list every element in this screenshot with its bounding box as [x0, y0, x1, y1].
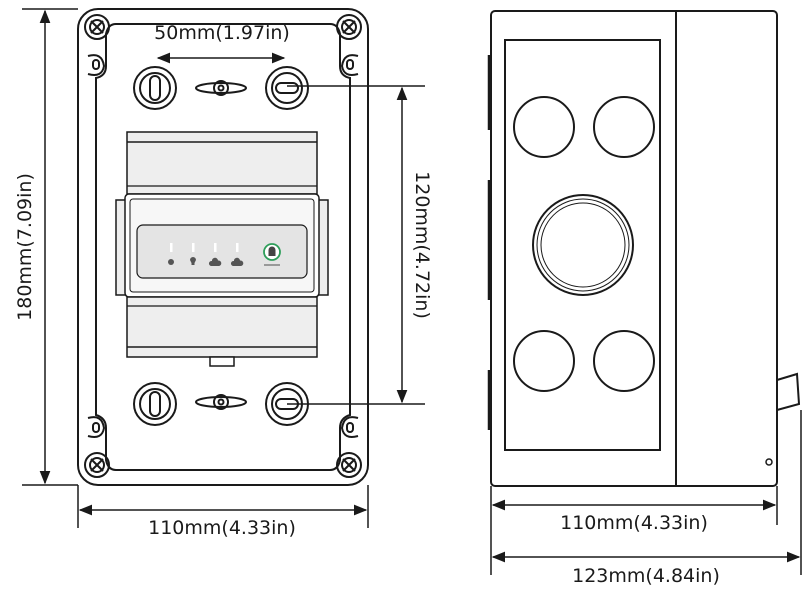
front-outer-body	[77, 8, 369, 486]
side-slot-bottom-right	[340, 416, 359, 438]
reset-button[interactable]	[263, 243, 281, 266]
knockout-bottom-right	[593, 330, 655, 392]
din-module	[115, 131, 329, 367]
mounting-hole-bottom-left	[133, 382, 177, 426]
reset-label-mark	[264, 264, 280, 266]
led-4	[236, 243, 239, 252]
module-bottom-tab	[209, 356, 235, 367]
label-hole-height: 120mm(4.72in)	[411, 171, 433, 319]
side-slot-bottom-left	[87, 416, 106, 438]
front-view	[77, 8, 369, 486]
mounting-hole-top-left	[133, 66, 177, 110]
side-slot-top-right	[340, 54, 359, 76]
side-latch-tab	[776, 372, 801, 411]
corner-screw-top-left	[84, 14, 110, 40]
led-indicators	[170, 243, 239, 252]
dimension-lines	[22, 8, 802, 575]
center-lug-top	[195, 80, 247, 96]
side-face-recess	[504, 39, 661, 451]
corner-screw-top-right	[336, 14, 362, 40]
center-lug-bottom	[195, 394, 247, 410]
led-1	[170, 243, 173, 252]
indicator-icons	[168, 257, 244, 266]
side-view	[487, 10, 801, 487]
power-icon	[168, 259, 174, 265]
label-total-height: 180mm(7.09in)	[14, 173, 36, 321]
front-lid-edge	[95, 23, 351, 471]
corner-screw-bottom-right	[336, 452, 362, 478]
cloud-data-icon	[230, 257, 244, 266]
bulb-icon	[190, 257, 196, 265]
corner-screw-bottom-left	[84, 452, 110, 478]
side-slot-top-left	[87, 54, 106, 76]
side-outer-body	[490, 10, 778, 487]
knockout-top-left	[513, 96, 575, 158]
led-3	[214, 243, 217, 252]
knockout-center	[532, 194, 634, 296]
cloud-icon	[208, 257, 222, 266]
side-pin	[765, 458, 773, 466]
led-2	[192, 243, 195, 252]
knockout-bottom-left	[513, 330, 575, 392]
label-side-total: 123mm(4.84in)	[572, 565, 720, 587]
label-front-width: 110mm(4.33in)	[148, 517, 296, 539]
label-side-body: 110mm(4.33in)	[560, 512, 708, 534]
knockout-top-right	[593, 96, 655, 158]
label-hole-spacing: 50mm(1.97in)	[154, 22, 290, 44]
mounting-hole-top-right	[265, 66, 309, 110]
indicator-panel	[136, 224, 308, 279]
